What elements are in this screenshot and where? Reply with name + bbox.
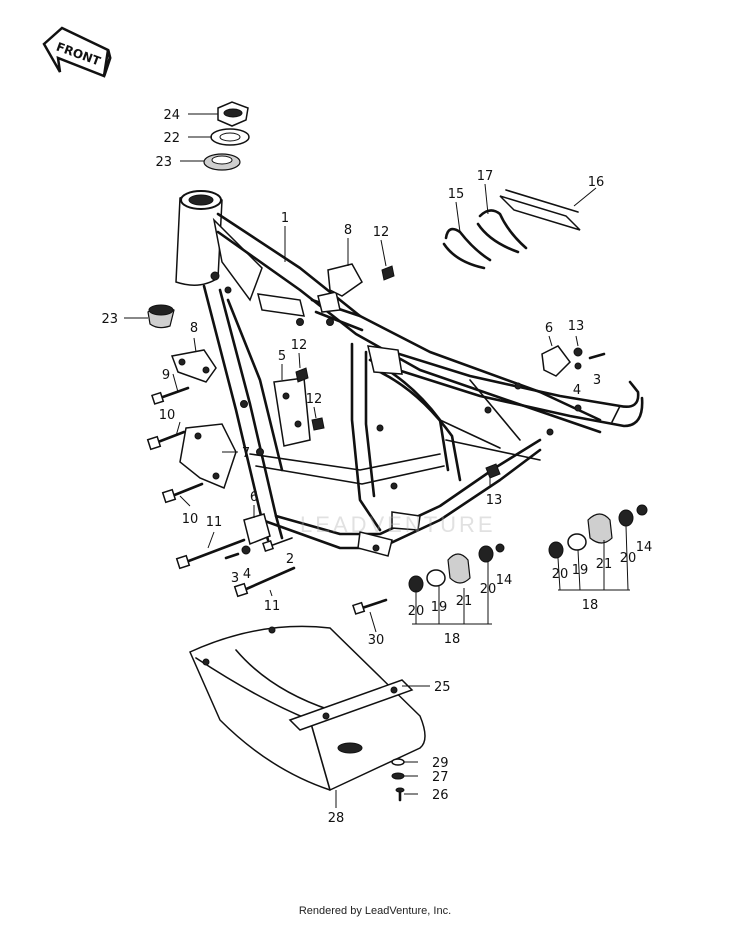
callout-9: 9 (162, 368, 170, 383)
callout-13-lower: 13 (486, 493, 503, 508)
callout-4-right: 4 (573, 383, 581, 398)
front-arrow-icon: FRONT (42, 26, 112, 78)
callout-2: 2 (286, 552, 294, 567)
callout-23-upper: 23 (155, 155, 172, 170)
callout-11-upper: 11 (206, 515, 223, 530)
callout-18-b: 18 (582, 598, 599, 613)
callout-8-lower: 8 (190, 321, 198, 336)
right-brackets (485, 345, 606, 479)
callout-23-lower: 23 (101, 312, 118, 327)
footer-credit: Rendered by LeadVenture, Inc. (298, 905, 452, 917)
callout-24: 24 (163, 108, 180, 123)
callout-5: 5 (278, 349, 286, 364)
callout-19-a: 19 (431, 600, 448, 615)
callout-25: 25 (434, 680, 451, 695)
callout-3-right: 3 (593, 373, 601, 388)
callout-14-b: 14 (636, 540, 653, 555)
bushing-set-right (548, 504, 648, 559)
callout-20-b: 20 (480, 582, 497, 597)
callout-12-mid: 12 (291, 338, 308, 353)
callout-11-lower: 11 (264, 599, 281, 614)
callout-7: 7 (242, 446, 250, 461)
callout-17: 17 (477, 169, 494, 184)
callout-18-a: 18 (444, 632, 461, 647)
callout-numbers: 24 22 23 23 1 8 12 15 17 16 8 5 12 12 9 … (101, 108, 652, 826)
clamps (442, 189, 581, 270)
bushing-set-middle (408, 543, 505, 593)
leader-lines (124, 113, 630, 808)
callout-3-left: 3 (231, 571, 239, 586)
callout-12-upper: 12 (373, 225, 390, 240)
callout-6-left: 6 (250, 490, 258, 505)
callout-13-upper: 13 (568, 319, 585, 334)
callout-26: 26 (432, 788, 449, 803)
callout-30: 30 (368, 633, 385, 648)
callout-1: 1 (281, 211, 289, 226)
left-brackets (146, 263, 395, 598)
callout-20-a: 20 (408, 604, 425, 619)
callout-4-left: 4 (243, 567, 251, 582)
callout-15: 15 (448, 187, 465, 202)
callout-27: 27 (432, 770, 449, 785)
callout-12-lower: 12 (306, 392, 323, 407)
callout-6-right: 6 (545, 321, 553, 336)
steering-stem-parts (147, 101, 250, 329)
main-frame (175, 190, 644, 557)
bolt-30 (352, 598, 388, 615)
callout-20-d: 20 (620, 551, 637, 566)
callout-22: 22 (163, 131, 180, 146)
watermark: LEADVENTURE (300, 512, 496, 537)
callout-21-a: 21 (456, 594, 473, 609)
skid-plate (189, 625, 426, 802)
callout-14-a: 14 (496, 573, 513, 588)
callout-19-b: 19 (572, 563, 589, 578)
callout-16: 16 (588, 175, 605, 190)
callout-8-upper: 8 (344, 223, 352, 238)
callout-28: 28 (328, 811, 345, 826)
callout-29: 29 (432, 756, 449, 771)
callout-10-upper: 10 (159, 408, 176, 423)
callout-10-lower: 10 (182, 512, 199, 527)
callout-20-c: 20 (552, 567, 569, 582)
callout-21-b: 21 (596, 557, 613, 572)
